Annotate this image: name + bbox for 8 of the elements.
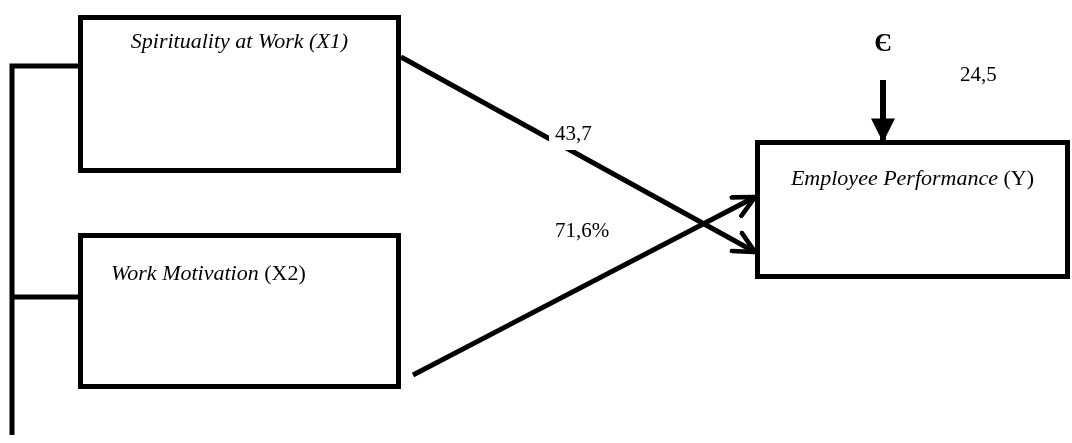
variable-box	[755, 140, 1070, 279]
error-value-label: 24,5	[960, 62, 997, 87]
variable-box	[78, 233, 401, 389]
variable-label: Work Motivation (X2)	[111, 260, 306, 286]
variable-label: Spirituality at Work (X1)	[130, 28, 349, 54]
error-term-label: Є	[874, 28, 892, 58]
variable-box	[78, 15, 401, 173]
variable-label: Employee Performance (Y)	[790, 165, 1035, 191]
